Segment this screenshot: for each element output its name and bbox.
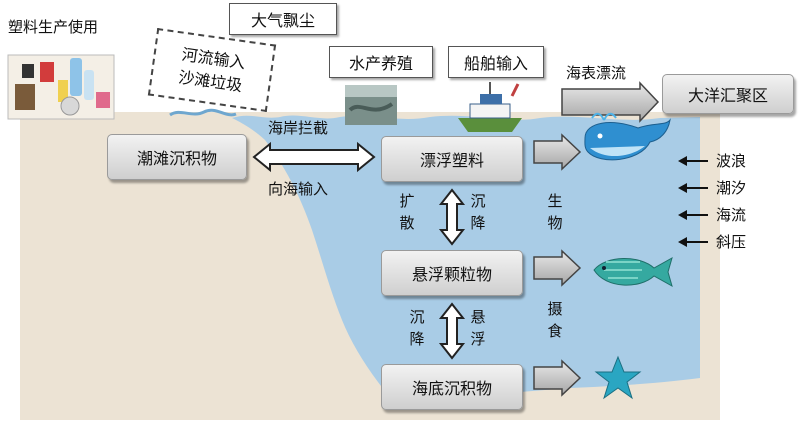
atmosphere-dust-box: 大气飘尘	[229, 3, 337, 35]
fish-icon	[593, 256, 673, 288]
force-wave-label: 波浪	[716, 152, 747, 170]
shipping-label: 船舶输入	[463, 54, 528, 73]
beach-sediment-box: 潮滩沉积物	[107, 134, 247, 180]
suspend-label: 悬 浮	[469, 306, 487, 350]
to-sea-input-label: 向海输入	[268, 180, 329, 198]
settle-top-char-2: 降	[470, 214, 486, 232]
biota-char-1: 生	[547, 192, 563, 210]
suspended-seabed-double-arrow	[438, 302, 466, 360]
plastic-products-photo	[7, 54, 115, 120]
coast-interception-label: 海岸拦截	[268, 119, 329, 137]
settle-top-char-1: 沉	[470, 192, 486, 210]
settle-label-bottom: 沉 降	[408, 306, 426, 350]
atmosphere-dust-label: 大气飘尘	[250, 11, 315, 30]
whale-icon	[584, 112, 671, 161]
ship-icon	[458, 82, 522, 132]
biota-label: 生 物	[546, 190, 564, 234]
starfish-icon	[594, 355, 642, 400]
ingest-label: 摄 食	[546, 298, 564, 342]
plastic-production-label: 塑料生产使用	[8, 18, 99, 36]
arrow-to-fish	[533, 249, 582, 287]
ingest-char-1: 摄	[547, 300, 563, 318]
seabed-sediment-label: 海底沉积物	[411, 379, 492, 398]
arrow-to-starfish	[533, 359, 582, 397]
suspend-char-1: 悬	[470, 308, 486, 326]
suspend-char-2: 浮	[470, 330, 486, 348]
force-arrowhead-4	[678, 237, 687, 247]
force-arrowhead-2	[678, 183, 687, 193]
ocean-convergence-box: 大洋汇聚区	[662, 74, 794, 114]
force-arrowhead-3	[678, 210, 687, 220]
floating-plastic-box: 漂浮塑料	[381, 136, 523, 182]
force-current-label: 海流	[716, 206, 747, 224]
arrow-to-whale	[533, 133, 582, 171]
shipping-box: 船舶输入	[448, 46, 544, 78]
ocean-convergence-label: 大洋汇聚区	[687, 86, 768, 105]
sea-surface-wave	[169, 108, 237, 117]
diffusion-char-2: 散	[399, 214, 415, 232]
force-tide-label: 潮汐	[716, 179, 747, 197]
floating-suspended-double-arrow	[438, 188, 466, 246]
force-baroclinic-label: 斜压	[716, 233, 747, 251]
seabed-sediment-box: 海底沉积物	[381, 364, 523, 410]
floating-plastic-label: 漂浮塑料	[419, 151, 484, 170]
biota-char-2: 物	[547, 214, 563, 232]
settle-bottom-char-2: 降	[409, 330, 425, 348]
force-arrowhead-1	[678, 156, 687, 166]
diffusion-char-1: 扩	[399, 192, 415, 210]
settle-bottom-char-1: 沉	[409, 308, 425, 326]
beach-floating-double-arrow	[252, 141, 376, 173]
sea-surface-drift-label: 海表漂流	[566, 64, 627, 82]
aquaculture-photo	[345, 85, 397, 125]
ingest-char-2: 食	[547, 322, 563, 340]
aquaculture-box: 水产养殖	[329, 46, 433, 78]
suspended-particles-box: 悬浮颗粒物	[381, 250, 523, 296]
diffusion-label: 扩 散	[398, 190, 416, 234]
suspended-particles-label: 悬浮颗粒物	[411, 265, 492, 284]
settle-label-top: 沉 降	[469, 190, 487, 234]
surface-drift-arrow	[561, 81, 660, 123]
aquaculture-label: 水产养殖	[348, 54, 413, 73]
beach-sediment-label: 潮滩沉积物	[136, 149, 217, 168]
